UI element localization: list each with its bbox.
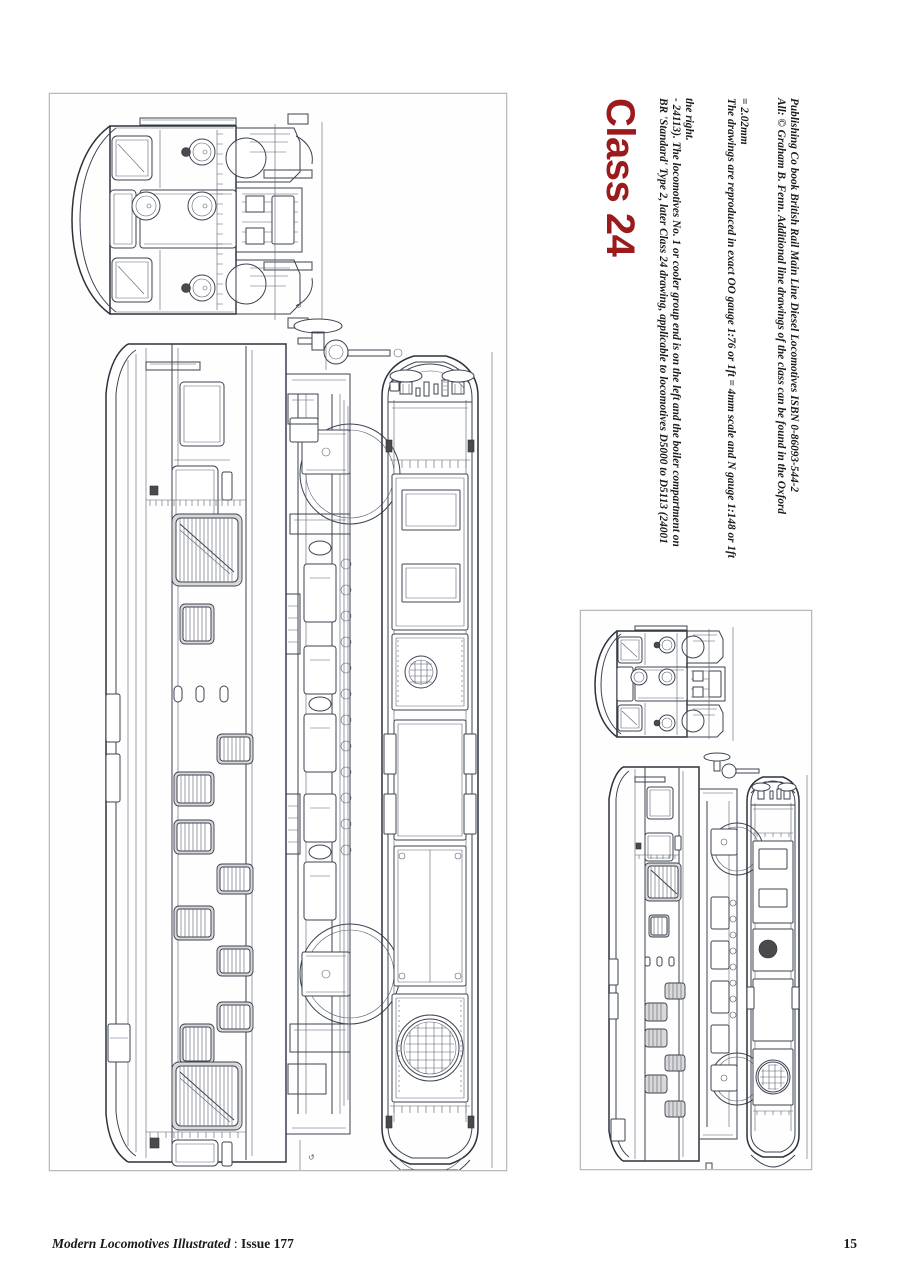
footer-publication-line: Modern Locomotives Illustrated : Issue 1… — [52, 1236, 294, 1252]
underframe-and-bogies — [285, 373, 401, 1135]
publication-title: Modern Locomotives Illustrated — [52, 1236, 231, 1251]
page-title: Class 24 — [598, 98, 642, 257]
issue-number: Issue 177 — [241, 1236, 294, 1251]
view-roof-plan: ↺ — [381, 352, 493, 1170]
coupling-gear-top — [293, 318, 403, 370]
article-title-block: Class 24 — [598, 98, 650, 298]
footer-separator: : — [230, 1236, 242, 1251]
view-side-elevation: ↺ — [105, 318, 403, 1170]
view-cab-end-elevation-small — [594, 625, 734, 741]
page-number: 15 — [843, 1236, 858, 1251]
view-side-elevation-small — [608, 752, 764, 1169]
note-line: All: © Graham B. Fenn. Additional line d… — [775, 98, 787, 515]
view-cab-end-elevation: ↺ — [71, 113, 323, 329]
note-drawing-description: BR 'Standard' Type 2, later Class 24 dra… — [657, 98, 704, 598]
note-line: Publishing Co book British Rail Main Lin… — [788, 98, 800, 493]
note-scale: The drawings are reproduced in exact OO … — [725, 98, 762, 598]
drawing-panel-n-gauge — [580, 610, 812, 1170]
cab-end-underframe-detail — [225, 113, 313, 329]
note-line: BR 'Standard' Type 2, later Class 24 dra… — [657, 98, 669, 544]
drawing-panel-oo-gauge: ↺ — [49, 93, 507, 1171]
note-line: = 2.02mm — [738, 98, 750, 145]
page-footer: Modern Locomotives Illustrated : Issue 1… — [0, 1236, 905, 1260]
note-line: - 24113). The locomotives No. 1 or coole… — [670, 98, 682, 547]
note-line: the right. — [683, 98, 695, 141]
svg-text:↺: ↺ — [308, 1153, 315, 1162]
view-roof-plan-small — [746, 775, 808, 1168]
svg-text:↺: ↺ — [296, 303, 302, 310]
note-line: The drawings are reproduced in exact OO … — [725, 98, 737, 558]
note-credit: All: © Graham B. Fenn. Additional line d… — [775, 98, 812, 598]
